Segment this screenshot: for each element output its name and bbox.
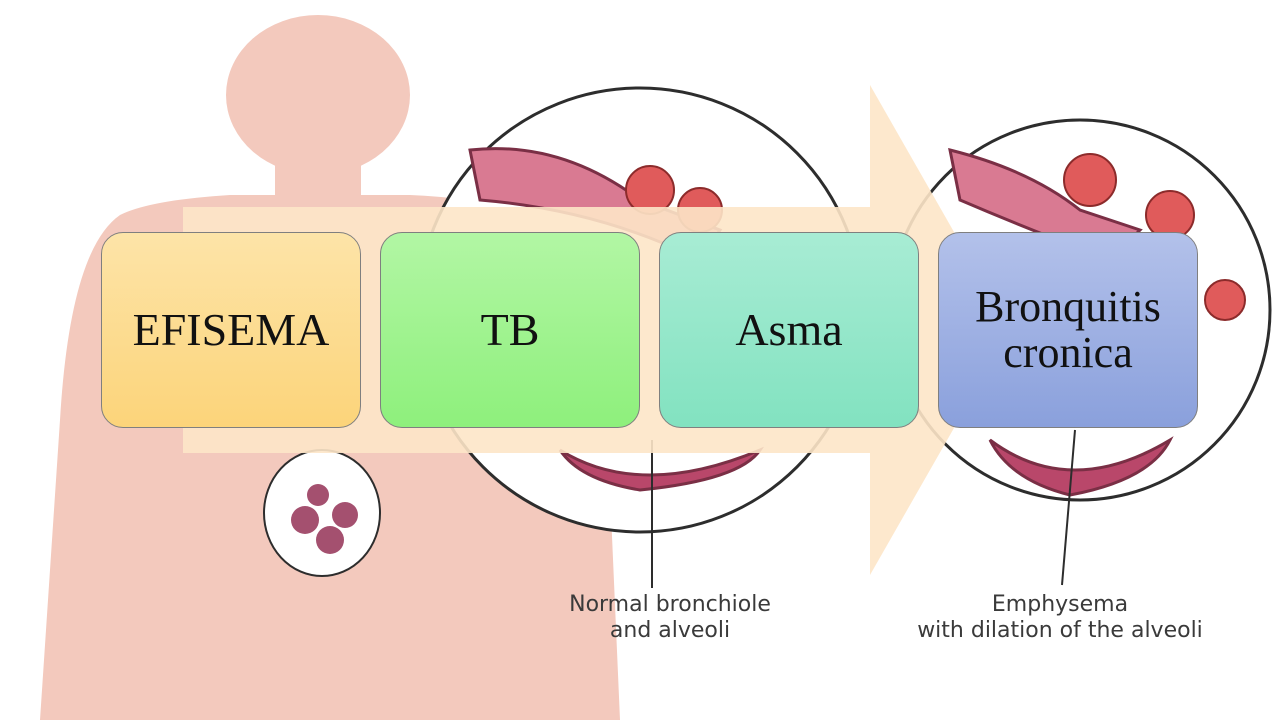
process-box-label: Asma xyxy=(735,304,843,355)
process-box-label: EFISEMA xyxy=(132,304,330,355)
process-box-label: Bronquitis cronica xyxy=(975,282,1161,377)
emphysema-label: Emphysema with dilation of the alveoli xyxy=(917,592,1203,643)
process-box-label: TB xyxy=(480,304,540,355)
process-box-bronquitis-cronica: Bronquitis cronica xyxy=(938,232,1198,428)
process-box-tb: TB xyxy=(380,232,640,428)
small-alveoli-circle xyxy=(263,449,381,577)
process-box-asma: Asma xyxy=(659,232,919,428)
process-box-efisema: EFISEMA xyxy=(101,232,361,428)
normal-bronchiole-label: Normal bronchiole and alveoli xyxy=(569,592,771,643)
